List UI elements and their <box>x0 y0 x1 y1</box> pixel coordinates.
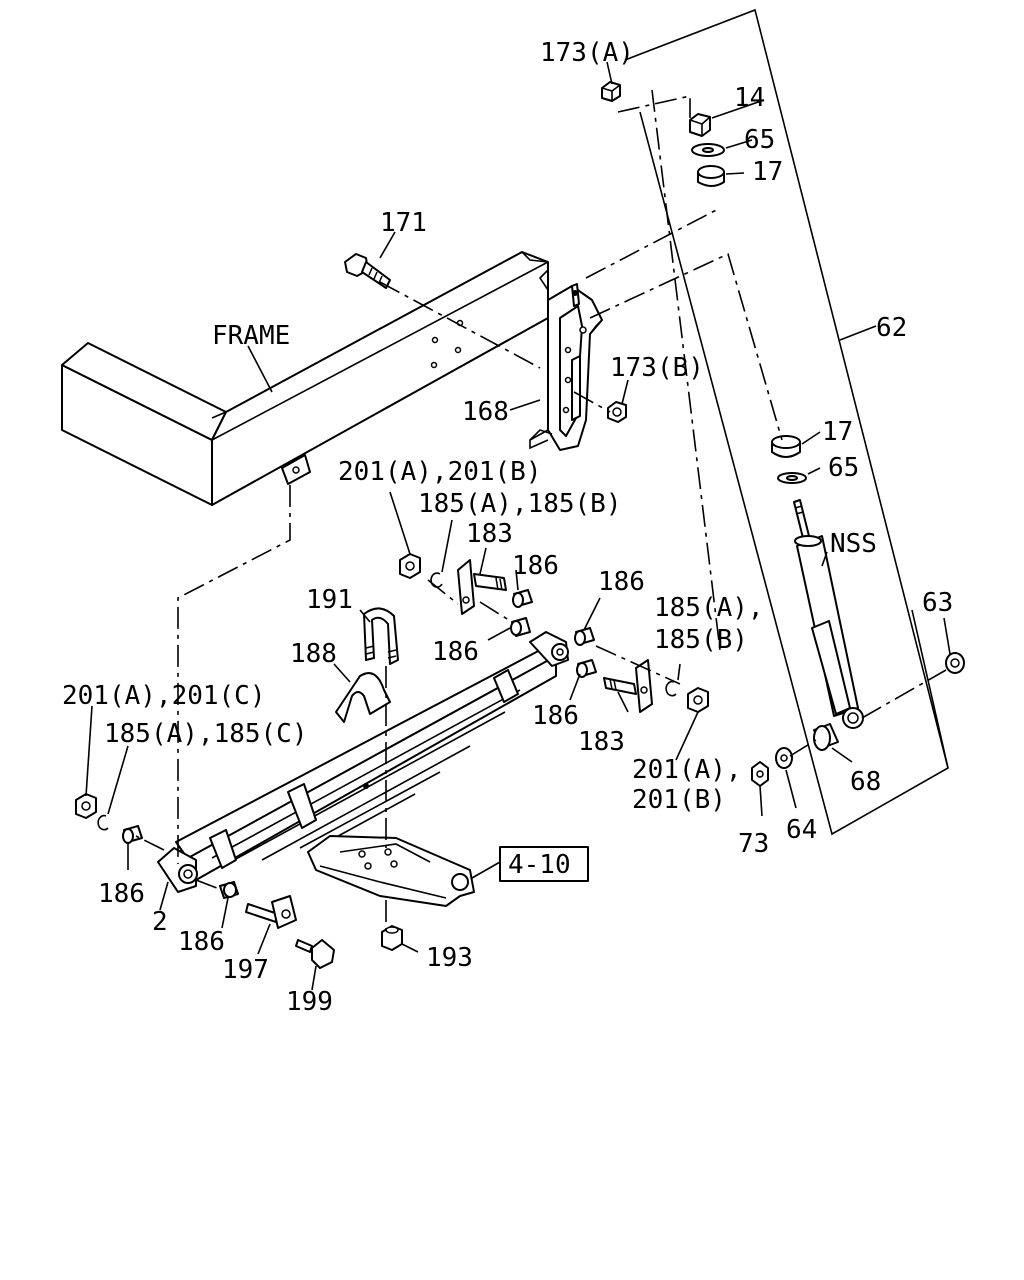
bushing-186-top <box>512 589 533 608</box>
label-ref: 4-10 <box>508 850 571 880</box>
washer-63 <box>945 652 965 674</box>
u-bolt-191 <box>363 607 399 665</box>
label-68: 68 <box>850 767 881 797</box>
label-65-mid: 65 <box>828 453 859 483</box>
label-186-c: 186 <box>432 637 479 667</box>
label-185b-right: 185(B) <box>654 625 748 655</box>
bushing-68 <box>813 723 839 751</box>
washer-64 <box>775 747 793 769</box>
label-183-right: 183 <box>578 727 625 757</box>
label-185ab-top: 185(A),185(B) <box>418 489 622 519</box>
label-201b-right: 201(B) <box>632 785 726 815</box>
nut-201-right <box>687 687 709 713</box>
label-64: 64 <box>786 815 817 845</box>
leader-lines <box>85 61 951 991</box>
nut-193 <box>381 925 403 951</box>
bolt-199 <box>295 939 335 969</box>
pin-197 <box>245 895 297 929</box>
bushing-186-lower <box>576 659 597 678</box>
bushing-17-top <box>697 165 725 187</box>
label-191: 191 <box>306 585 353 615</box>
shackle-rear-183 <box>603 659 653 713</box>
washer-65-top <box>691 143 725 157</box>
bracket-168 <box>529 283 603 451</box>
label-frame: FRAME <box>212 321 290 351</box>
label-62: 62 <box>876 313 907 343</box>
label-193: 193 <box>426 943 473 973</box>
leaf-spring <box>157 631 569 893</box>
label-171: 171 <box>380 208 427 238</box>
bushing-186-front <box>219 881 239 899</box>
label-188: 188 <box>290 639 337 669</box>
label-183-top: 183 <box>466 519 513 549</box>
label-17-mid: 17 <box>822 417 853 447</box>
label-197: 197 <box>222 955 269 985</box>
label-173a: 173(A) <box>540 38 634 68</box>
label-73: 73 <box>738 829 769 859</box>
label-201ac: 201(A),201(C) <box>62 681 266 711</box>
label-185ac: 185(A),185(C) <box>104 719 308 749</box>
nut-14 <box>689 113 711 137</box>
nut-73 <box>751 761 769 787</box>
label-186-a: 186 <box>512 551 559 581</box>
label-186-d: 186 <box>532 701 579 731</box>
axle-seat <box>307 835 475 907</box>
nut-173b <box>607 401 627 423</box>
label-2: 2 <box>152 907 168 937</box>
bolt-171 <box>344 253 391 289</box>
label-14: 14 <box>734 83 765 113</box>
nut-201-top <box>399 553 421 579</box>
label-186-e: 186 <box>98 879 145 909</box>
nut-173a <box>601 81 621 102</box>
label-186-f: 186 <box>178 927 225 957</box>
frame-rail <box>61 251 549 506</box>
label-65-top: 65 <box>744 125 775 155</box>
part-labels: 173(A) 14 65 17 171 FRAME 62 173(B) 168 … <box>62 38 953 1017</box>
label-168: 168 <box>462 397 509 427</box>
assembly-lines <box>135 89 947 930</box>
label-201ab-top: 201(A),201(B) <box>338 457 542 487</box>
shackle-front-183 <box>457 559 507 615</box>
clip-185-right <box>665 680 677 697</box>
callout-bracket-62 <box>624 8 949 836</box>
label-186-b: 186 <box>598 567 645 597</box>
label-201a-right: 201(A), <box>632 755 742 785</box>
shock-absorber <box>771 435 864 729</box>
label-17-top: 17 <box>752 157 783 187</box>
clip-185-top <box>430 572 443 588</box>
nut-201-left <box>75 793 97 819</box>
bushing-186-right <box>574 627 595 646</box>
label-199: 199 <box>286 987 333 1017</box>
label-nss: NSS <box>830 529 877 559</box>
clip-185-left <box>97 814 109 831</box>
bushing-186-left <box>122 825 143 844</box>
bushing-186-mid <box>510 617 531 637</box>
reference-box <box>499 846 589 882</box>
label-185a-right: 185(A), <box>654 593 764 623</box>
label-173b: 173(B) <box>610 353 704 383</box>
spacer-188 <box>335 672 391 723</box>
label-63: 63 <box>922 588 953 618</box>
